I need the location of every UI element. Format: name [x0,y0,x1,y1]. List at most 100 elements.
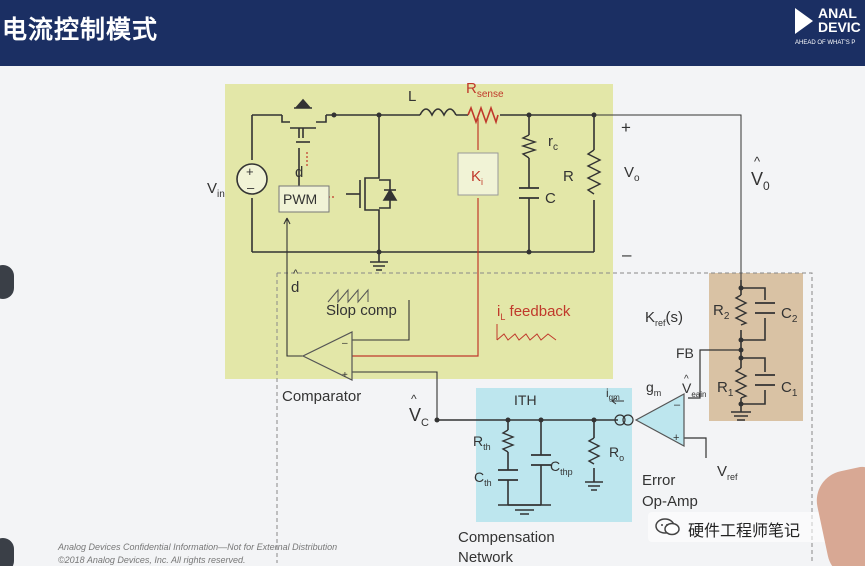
divider-ground-icon [731,411,751,421]
footer-confidential: Analog Devices Confidential Information—… [58,542,338,552]
svg-text:VC: VC [409,405,429,429]
label-kref: K [645,309,655,326]
label-igm-sub: gm [609,393,620,402]
label-r2: R [713,302,724,319]
label-vin-sub: in [217,189,225,200]
r2-resistor [734,294,748,326]
label-rc: r [548,133,553,150]
label-il-feedback: feedback [505,303,571,320]
label-d: d [295,164,303,181]
label-vc: V [409,405,421,425]
vin-minus-icon: – [247,180,255,195]
r1-resistor [734,367,748,399]
label-vo: V [624,164,634,181]
svg-text:gm: gm [646,379,661,398]
label-ro-sub: o [619,453,624,463]
rsense-resistor [467,105,499,125]
logo-text-line1: ANAL [818,5,857,21]
cth-capacitor [498,469,518,481]
veain-hat-accent: ^ [684,374,689,385]
high-side-mosfet [281,98,327,143]
logo-text-line2: DEVIC [818,19,861,35]
label-rc-sub: c [553,142,558,153]
label-r1: R [717,379,728,396]
svg-text:Ki: Ki [471,168,483,187]
svg-text:Vo: Vo [624,164,640,184]
label-fb: FB [676,345,694,361]
label-cthp: C [550,458,560,474]
label-rsense: R [466,80,477,97]
slope-comp-sawtooth-icon [327,288,369,304]
svg-text:R2: R2 [713,302,730,322]
label-error: Error [642,472,675,489]
low-side-mosfet [346,168,398,218]
label-il-sub: L [500,312,505,322]
label-c1-sub: 1 [792,388,798,399]
inductor [419,108,457,117]
c2-branch-wire [741,287,766,341]
label-kref-sub: ref [655,318,666,328]
vc-wire [352,371,438,420]
label-r2-sub: 2 [724,311,730,322]
comparator-opamp [301,331,353,381]
label-veain-sub: eain [691,390,706,399]
comparator-plus: + [342,370,348,381]
label-cth-sub: th [484,478,492,488]
control-loop-boundary [276,272,813,563]
label-vin: V [207,180,217,197]
vref-wire [675,437,707,458]
svg-text:Vref: Vref [717,463,738,482]
slide-nav-handle[interactable] [0,538,14,566]
label-vc-sub: C [421,417,429,429]
cthp-capacitor [531,454,551,466]
svg-text:iL feedback: iL feedback [497,303,571,322]
label-op-amp: Op-Amp [642,493,698,510]
ro-resistor [587,437,601,465]
svg-text:R1: R1 [717,379,734,399]
svg-text:Vin: Vin [207,180,225,200]
svg-text:C2: C2 [781,305,798,325]
vout-sense-wire [594,114,742,280]
power-ground-icon [370,261,388,271]
footer-copyright: ©2018 Analog Devices, Inc. All rights re… [58,555,246,565]
rth-resistor [501,429,515,453]
prev-slide-handle[interactable] [0,265,14,299]
comparator-minus: – [342,338,348,349]
power-stage-block [225,84,613,379]
fb-node [738,347,744,353]
label-kref-s: (s) [666,309,684,326]
rc-resistor [520,134,538,159]
load-resistor [586,149,602,195]
svg-text:rc: rc [548,133,558,153]
ki-block [457,152,499,196]
output-capacitor [519,187,539,199]
label-comparator: Comparator [282,388,361,405]
header-bar: 电流控制模式 ANAL DEVIC AHEAD OF WHAT'S P [0,0,865,66]
label-rsense-sub: sense [477,89,504,100]
c1-branch-wire [741,357,766,405]
svg-text:Kref(s): Kref(s) [645,309,683,328]
label-vo-sub: o [634,173,640,184]
label-veain: V [682,380,692,396]
gm-current-source-icon [614,414,626,426]
il-feedback-wire [352,198,479,357]
logo-tagline: AHEAD OF WHAT'S P [795,40,856,46]
svg-text:Rth: Rth [473,433,491,452]
label-gm-sub: m [654,388,662,398]
comparator-output-wire [283,217,303,357]
svg-text:Cthp: Cthp [550,458,573,477]
c2-capacitor [755,302,775,314]
feedback-divider-block [709,273,803,421]
comp-ground-icon [498,504,551,515]
svg-text:Ro: Ro [609,444,624,463]
label-igm: i [606,386,609,400]
vin-plus-icon: + [246,164,254,179]
label-rth: R [473,433,483,449]
label-vo-hat: V [751,169,763,189]
analog-devices-logo: ANAL DEVIC AHEAD OF WHAT'S P [793,6,865,50]
vc-hat-accent: ^ [411,392,417,406]
label-ki: K [471,168,481,185]
label-compensation: Compensation [458,529,555,546]
